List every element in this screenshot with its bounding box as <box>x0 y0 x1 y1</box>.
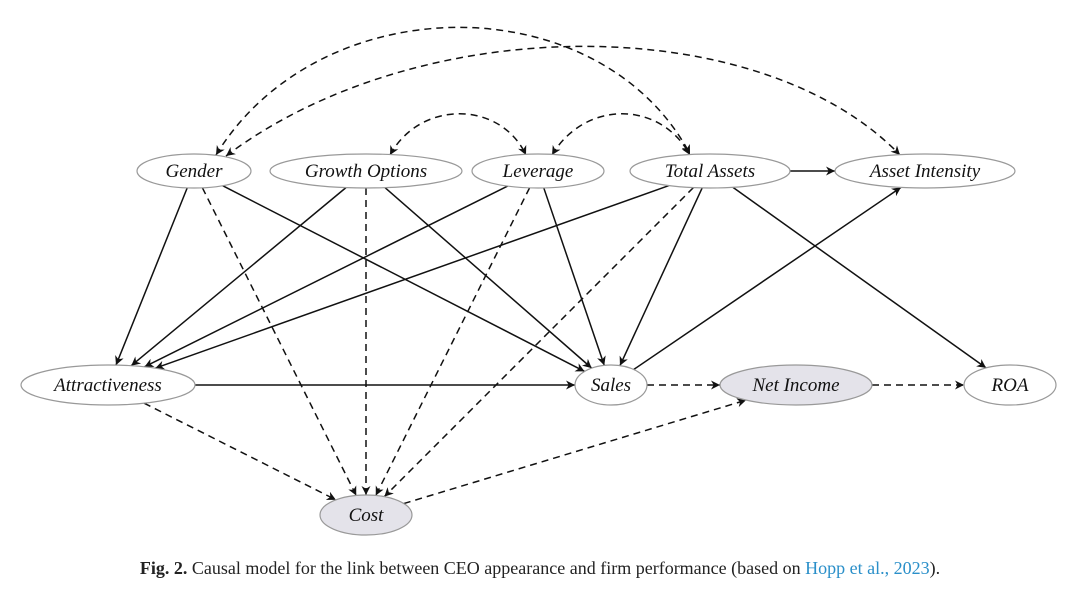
node-ellipse <box>269 153 463 189</box>
node-gender: Gender <box>136 153 252 189</box>
node-label: ROA <box>991 375 1029 396</box>
node-cost: Cost <box>319 494 413 536</box>
edge-assets-to-cost <box>383 187 694 498</box>
node-label: Sales <box>591 375 631 396</box>
edge-gender-to-assets <box>215 26 691 156</box>
edge-assets-to-roa <box>732 186 987 369</box>
edge-growth-to-leverage <box>389 113 527 156</box>
node-ellipse <box>574 364 648 406</box>
node-label: Leverage <box>502 161 574 182</box>
edge-leverage-to-assets <box>551 113 691 156</box>
edge-leverage-to-attract <box>144 185 508 368</box>
causal-diagram: Gender Growth Options Leverage Total Assets… <box>20 26 1057 536</box>
node-label: Gender <box>166 161 224 182</box>
edge-growth-to-attract <box>130 187 347 367</box>
edge-cost-to-netincome <box>403 398 747 505</box>
node-label: Growth Options <box>305 161 427 182</box>
node-sales: Sales <box>574 364 648 406</box>
edge-gender-to-cost <box>201 187 357 496</box>
node-assets: Total Assets <box>629 153 791 189</box>
node-ellipse <box>20 364 196 406</box>
node-netincome: Net Income <box>719 364 873 406</box>
node-ellipse <box>629 153 791 189</box>
node-leverage: Leverage <box>471 153 605 189</box>
figure-number: Fig. 2. <box>139 558 188 578</box>
edge-growth-to-sales <box>384 187 593 369</box>
node-roa: ROA <box>963 364 1057 406</box>
node-ellipse <box>834 153 1016 189</box>
edge-leverage-to-sales <box>543 187 606 366</box>
edge-leverage-to-cost <box>375 187 531 496</box>
node-ellipse <box>471 153 605 189</box>
node-ellipse <box>319 494 413 536</box>
node-label: Asset Intensity <box>868 161 981 182</box>
caption-text: Causal model for the link between CEO ap… <box>187 558 806 578</box>
caption-end: ). <box>929 558 941 578</box>
node-growth: Growth Options <box>269 153 463 189</box>
node-attract: Attractiveness <box>20 364 196 406</box>
edge-assets-to-attract <box>154 184 670 370</box>
node-intensity: Asset Intensity <box>834 153 1016 189</box>
node-ellipse <box>136 153 252 189</box>
node-label: Total Assets <box>665 161 755 182</box>
reference-link[interactable]: Hopp et al., 2023 <box>805 558 930 578</box>
figure-caption: Fig. 2. Causal model for the link betwee… <box>0 558 1080 579</box>
node-label: Net Income <box>751 375 839 396</box>
node-ellipse <box>719 364 873 406</box>
edge-sales-to-intensity <box>633 186 902 371</box>
node-ellipse <box>963 364 1057 406</box>
node-label: Cost <box>349 505 385 526</box>
node-label: Attractiveness <box>52 375 162 396</box>
edge-gender-to-sales <box>222 185 585 373</box>
edge-gender-to-attract <box>115 187 188 366</box>
edge-assets-to-sales <box>619 187 703 366</box>
edge-attract-to-cost <box>143 402 337 501</box>
